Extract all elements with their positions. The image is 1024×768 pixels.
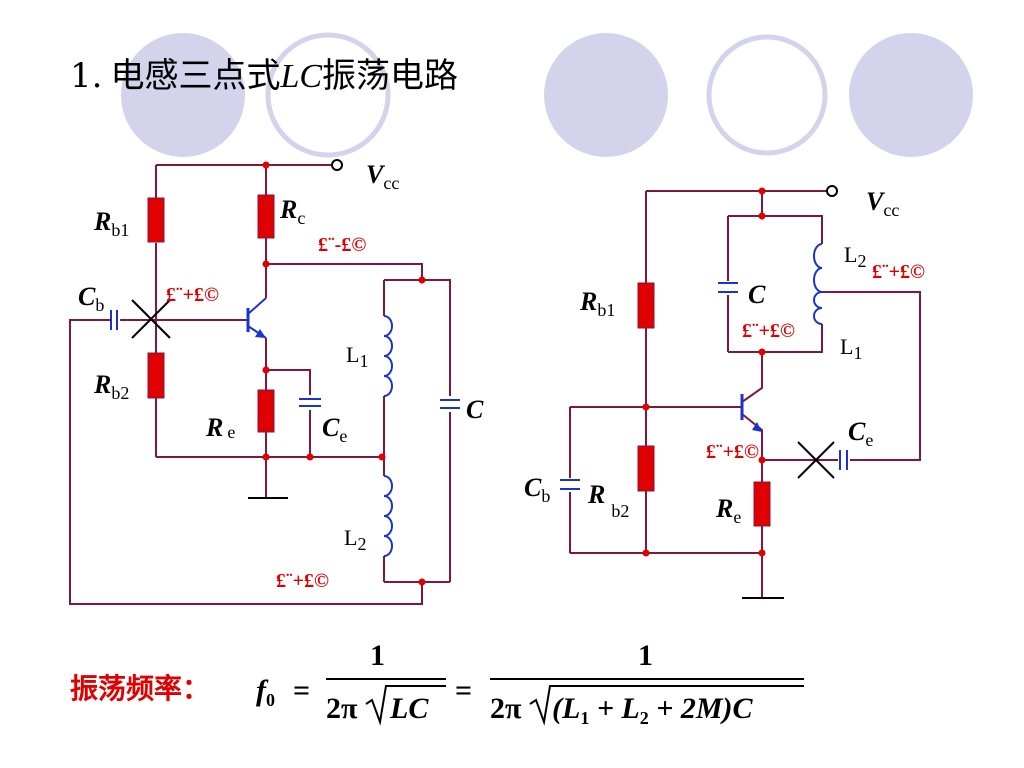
page-title: 1.电感三点式LC振荡电路 — [70, 56, 458, 96]
left-vcc-terminal — [331, 159, 343, 171]
left-ce-label: Ce — [322, 413, 347, 446]
left-ce-capacitor — [299, 398, 321, 407]
right-vcc-label: Vcc — [866, 187, 899, 220]
circle-filled-3 — [849, 33, 973, 157]
right-re-label: Re — [715, 494, 741, 527]
formula-den-2-body: (L1 + L2 + 2M)C — [552, 692, 754, 728]
formula-den-2-2pi: 2π — [490, 692, 522, 725]
left-rb1-resistor — [147, 197, 165, 243]
left-break-cross — [131, 299, 171, 339]
left-rb2-resistor — [147, 352, 165, 399]
left-cb-label: Cb — [78, 282, 104, 315]
left-re-resistor — [257, 389, 275, 433]
circle-ring-1 — [265, 32, 391, 158]
right-rb1-resistor — [637, 282, 655, 329]
left-l1-inductor — [383, 315, 393, 397]
formula-equals-1: = — [293, 674, 310, 707]
left-mark-minus: £¨-£© — [318, 234, 366, 256]
right-mark-c: £¨+£© — [742, 320, 795, 342]
left-transistor-arrow — [255, 329, 266, 338]
right-ce-label: Ce — [848, 417, 873, 450]
left-rb1-label: Rb1 — [93, 207, 129, 240]
left-circuit — [69, 164, 451, 605]
right-ce-capacitor — [839, 450, 848, 470]
decorative-circles — [121, 32, 973, 158]
left-rb2-label: Rb2 — [93, 370, 129, 403]
formula: f0 = 1 2π LC = 1 2π (L1 + L2 + 2M)C — [256, 639, 804, 728]
formula-num-1: 1 — [370, 639, 385, 672]
formula-sqrt-2 — [529, 685, 804, 726]
left-l2-inductor — [383, 475, 393, 557]
right-circuit — [569, 190, 921, 599]
right-c-label: C — [748, 280, 766, 309]
left-l2-label: L2 — [344, 525, 366, 554]
formula-f0: f0 — [256, 674, 275, 710]
formula-num-2: 1 — [638, 639, 653, 672]
right-cb-label: Cb — [524, 473, 550, 506]
left-l1-label: L1 — [346, 342, 368, 371]
right-transistor-arrow — [752, 422, 762, 432]
right-l1-inductor — [813, 291, 823, 325]
right-rb2-label: Rb2 — [587, 480, 629, 521]
right-vcc-terminal — [826, 185, 838, 197]
right-rb1-label: Rb1 — [579, 287, 615, 320]
left-mark-plus-bottom: £¨+£© — [276, 570, 329, 592]
right-l1-label: L1 — [840, 334, 862, 363]
left-mark-plus-base: £¨+£© — [166, 284, 219, 306]
right-mark-e: £¨+£© — [706, 441, 759, 463]
formula-den-1-lc: LC — [389, 692, 429, 725]
right-cb-capacitor — [560, 479, 580, 490]
right-l2-label: L2 — [844, 242, 866, 271]
right-junction-dots — [642, 187, 766, 557]
circle-filled-1 — [121, 33, 245, 157]
formula-sqrt-1 — [365, 685, 446, 726]
formula-den-1-2pi: 2π — [326, 692, 358, 725]
circle-ring-2 — [706, 34, 828, 156]
left-c-label: C — [466, 395, 484, 424]
right-break-cross — [797, 441, 835, 479]
left-cb-capacitor — [108, 310, 118, 330]
left-vcc-label: Vcc — [366, 160, 399, 193]
left-junction-dots — [262, 161, 426, 586]
formula-label: 振荡频率： — [70, 672, 210, 705]
circle-filled-2 — [544, 33, 668, 157]
right-re-resistor — [753, 481, 771, 527]
left-rc-resistor — [257, 194, 275, 239]
right-mark-l2: £¨+£© — [872, 261, 925, 283]
right-rb2-resistor — [637, 445, 655, 492]
left-rc-label: Rc — [279, 195, 305, 228]
left-c-capacitor — [440, 399, 460, 409]
formula-equals-2: = — [455, 674, 472, 707]
right-l2-inductor — [813, 243, 823, 293]
right-c-capacitor — [718, 282, 738, 293]
